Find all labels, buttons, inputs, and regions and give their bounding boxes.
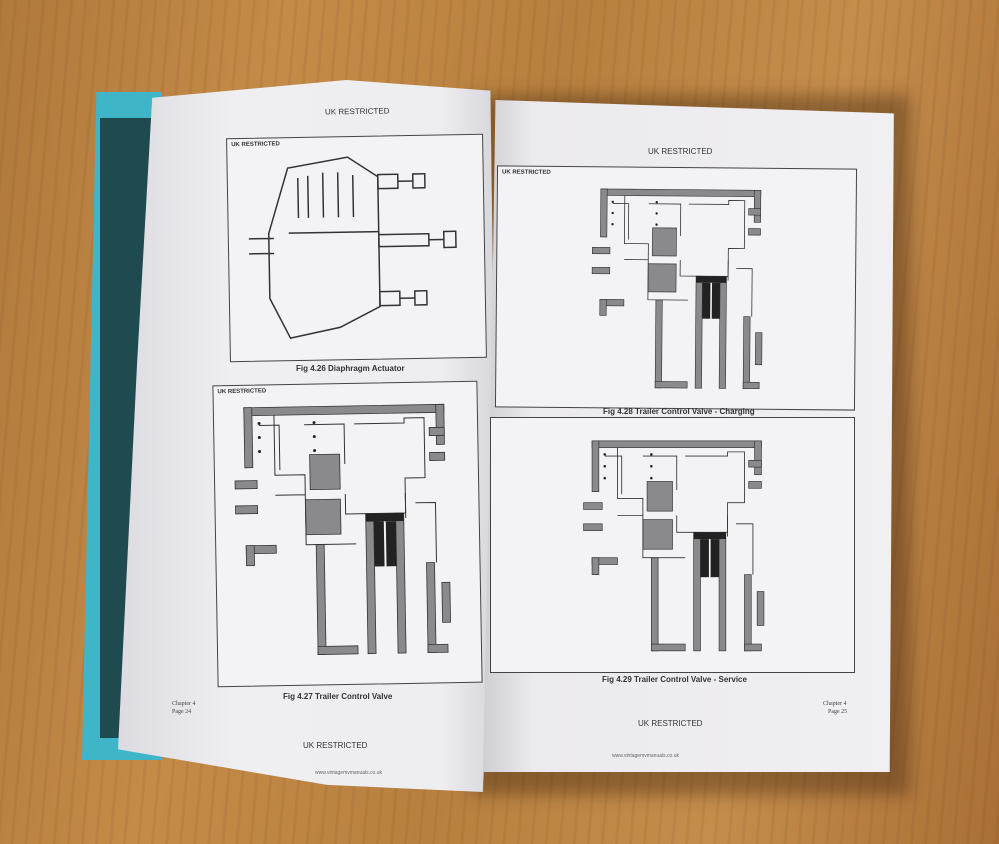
- left-page-footer: UK RESTRICTED: [303, 741, 368, 750]
- figure-diaphragm-actuator: UK RESTRICTED: [226, 133, 487, 363]
- page-number: Page 24: [172, 709, 192, 715]
- chapter-label: Chapter 4: [172, 701, 196, 707]
- right-page-header: UK RESTRICTED: [648, 147, 713, 156]
- figure-caption: Fig 4.27 Trailer Control Valve: [283, 692, 393, 701]
- right-page-footer: UK RESTRICTED: [638, 719, 703, 728]
- valve-drawing: [583, 440, 765, 652]
- diaphragm-actuator-drawing: [248, 156, 457, 340]
- page-number: Page 25: [828, 709, 848, 715]
- left-page-header: UK RESTRICTED: [324, 106, 390, 117]
- website-url: www.vintagemvmanuals.co.uk: [612, 753, 679, 759]
- valve-drawing: [590, 188, 764, 390]
- chapter-label: Chapter 4: [823, 701, 847, 707]
- website-url: www.vintagemvmanuals.co.uk: [315, 770, 382, 776]
- valve-drawing: [233, 403, 452, 657]
- figure-caption: Fig 4.29 Trailer Control Valve - Service: [602, 675, 747, 684]
- figure-valve-service: [490, 417, 855, 673]
- figure-valve-charging: UK RESTRICTED: [494, 165, 858, 411]
- figure-trailer-control-valve: UK RESTRICTED: [212, 380, 483, 688]
- figure-caption: Fig 4.28 Trailer Control Valve - Chargin…: [603, 407, 755, 416]
- figure-caption: Fig 4.26 Diaphragm Actuator: [296, 364, 405, 373]
